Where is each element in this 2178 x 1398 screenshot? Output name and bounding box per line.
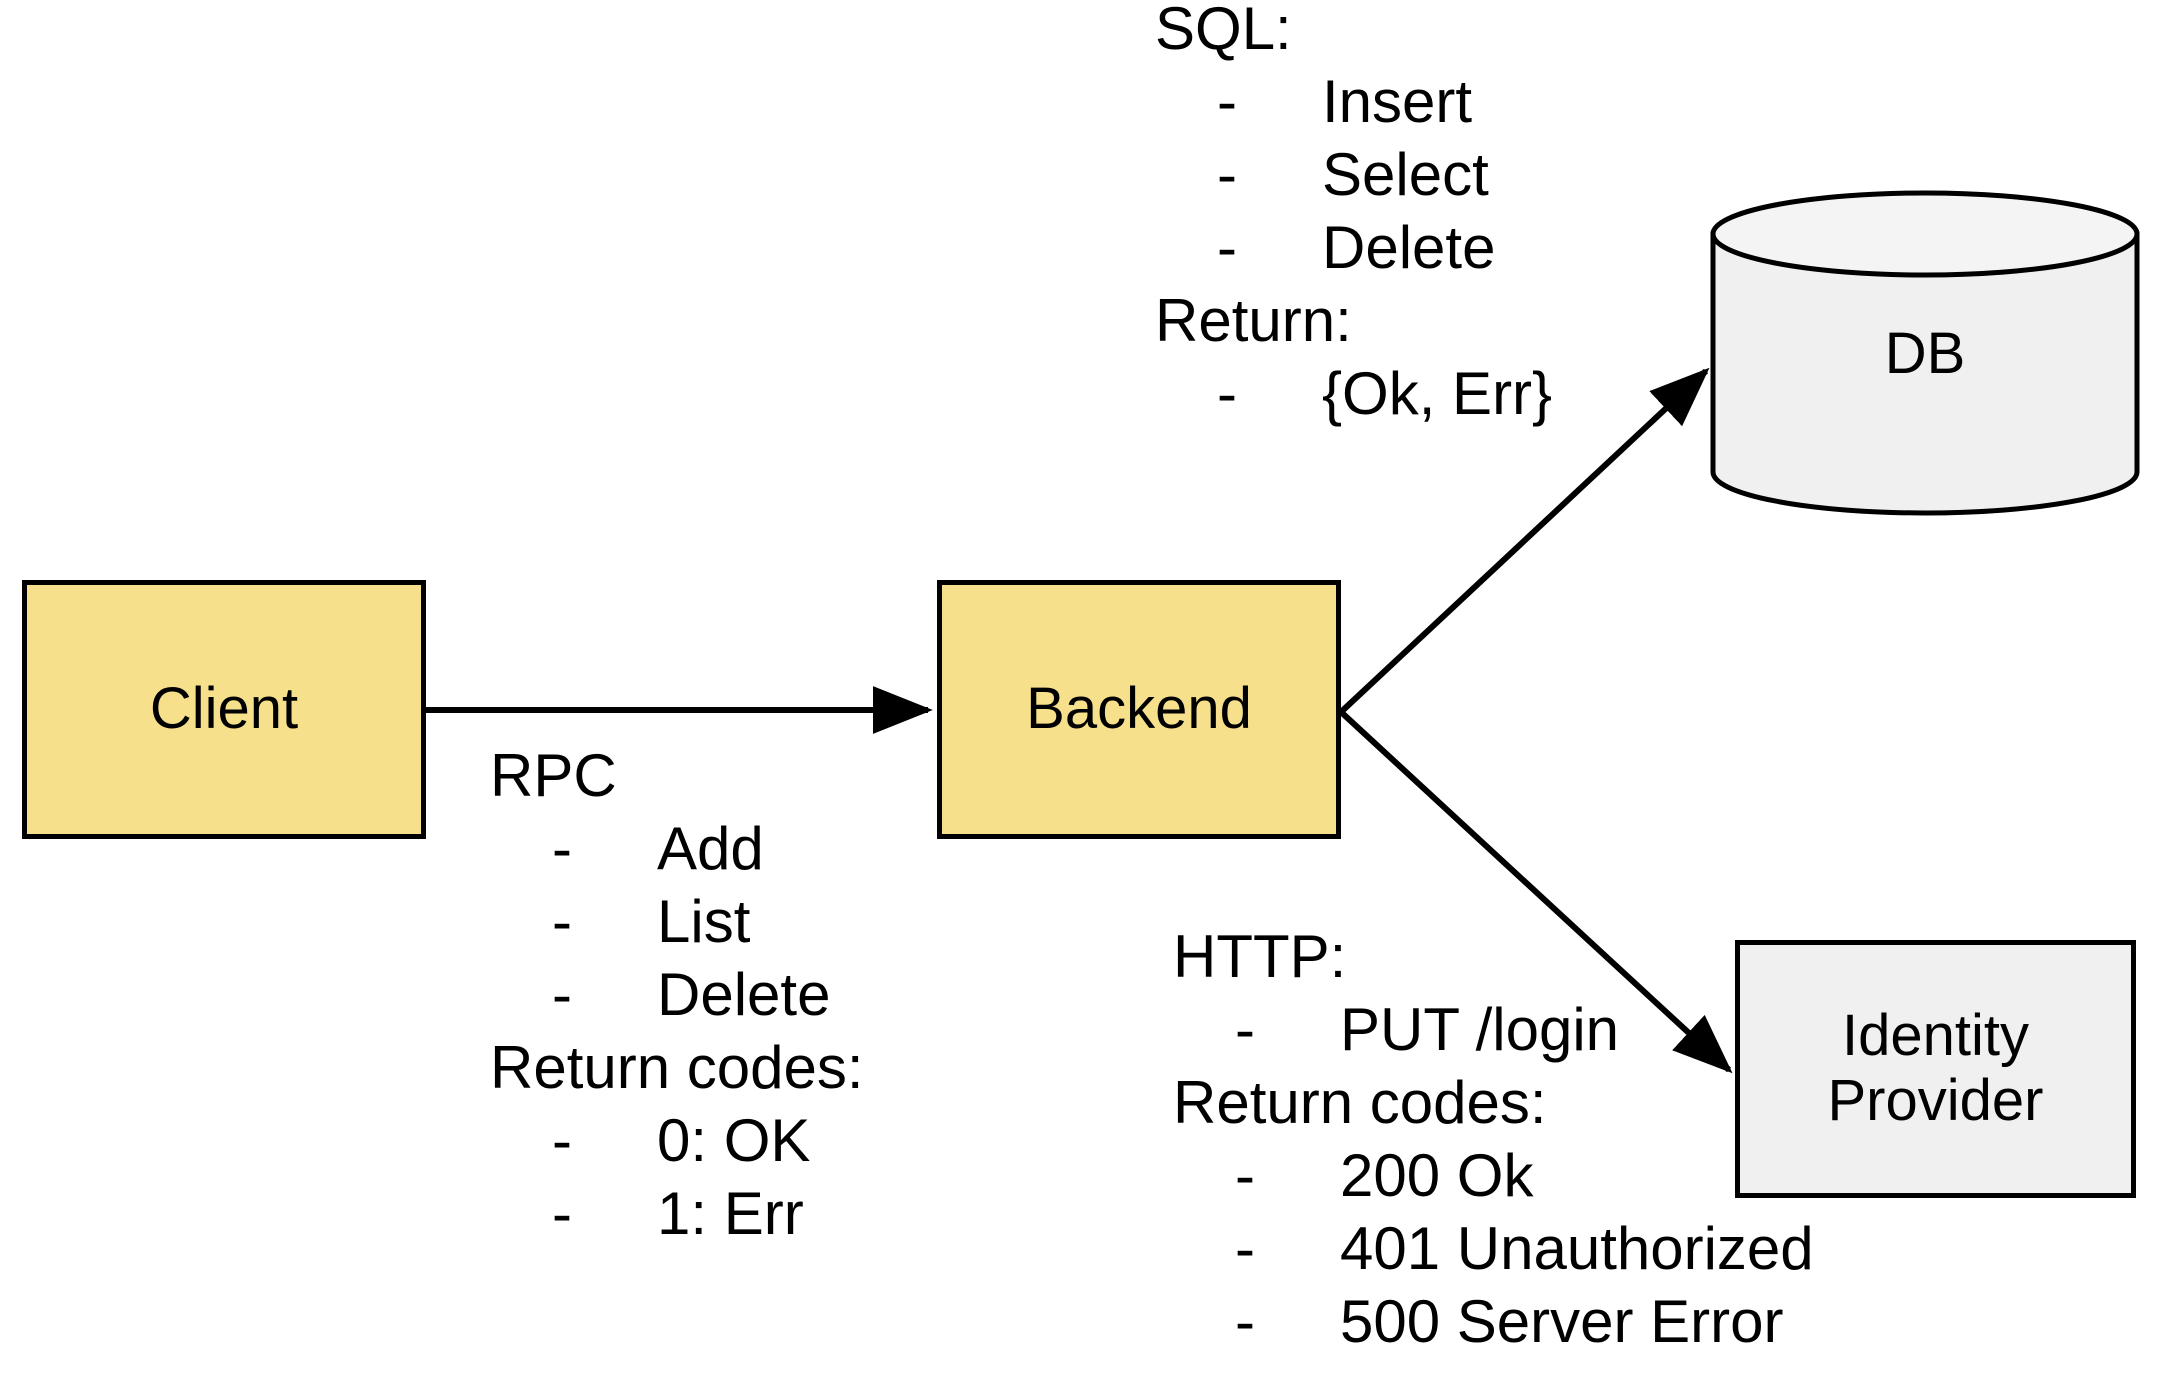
node-identity-provider-label-line2: Provider bbox=[1827, 1068, 2044, 1133]
annotation-http-return-item-text: 500 Server Error bbox=[1340, 1288, 1784, 1355]
annotation-sql-item: - Insert bbox=[1155, 65, 1552, 138]
bullet-dash: - bbox=[552, 961, 572, 1028]
bullet-dash: - bbox=[1235, 1215, 1255, 1282]
bullet-dash: - bbox=[1217, 214, 1237, 281]
bullet-dash: - bbox=[552, 888, 572, 955]
bullet-dash: - bbox=[552, 1107, 572, 1174]
annotation-rpc-item-text: List bbox=[657, 888, 751, 955]
bullet-dash: - bbox=[1217, 68, 1237, 135]
annotation-rpc-return-item: - 1: Err bbox=[490, 1177, 864, 1250]
annotation-http-heading: HTTP: bbox=[1173, 923, 1347, 990]
annotation-rpc-return-item: - 0: OK bbox=[490, 1104, 864, 1177]
bullet-dash: - bbox=[1235, 996, 1255, 1063]
annotation-rpc-item: - List bbox=[490, 885, 864, 958]
annotation-sql-item: - Select bbox=[1155, 138, 1552, 211]
node-db[interactable]: DB bbox=[1708, 190, 2142, 516]
bullet-dash: - bbox=[1235, 1288, 1255, 1355]
annotation-http-return-item: - 200 Ok bbox=[1173, 1139, 1814, 1212]
node-backend-label: Backend bbox=[1026, 676, 1252, 742]
annotation-sql-item-text: Insert bbox=[1322, 68, 1473, 135]
annotation-rpc-return-heading: Return codes: bbox=[490, 1034, 864, 1101]
annotation-rpc-return-item-text: 0: OK bbox=[657, 1107, 811, 1174]
annotation-sql-return-heading: Return: bbox=[1155, 287, 1352, 354]
annotation-sql-item-text: Select bbox=[1322, 141, 1489, 208]
node-backend[interactable]: Backend bbox=[937, 580, 1341, 839]
annotation-rpc-item: - Delete bbox=[490, 958, 864, 1031]
annotation-http-return-item-text: 401 Unauthorized bbox=[1340, 1215, 1814, 1282]
node-identity-provider[interactable]: Identity Provider bbox=[1735, 940, 2136, 1198]
node-identity-provider-label-line1: Identity bbox=[1841, 1003, 2029, 1069]
annotation-sql-return-item: - {Ok, Err} bbox=[1155, 357, 1552, 430]
node-db-label: DB bbox=[1884, 320, 1966, 386]
bullet-dash: - bbox=[552, 815, 572, 882]
bullet-dash: - bbox=[552, 1180, 572, 1247]
annotation-http-return-heading: Return codes: bbox=[1173, 1069, 1547, 1136]
annotation-http: HTTP: -PUT /login Return codes: -200 Ok … bbox=[1173, 920, 1814, 1358]
bullet-dash: - bbox=[1217, 360, 1237, 427]
annotation-http-item-text: PUT /login bbox=[1340, 996, 1620, 1063]
annotation-rpc-item-text: Delete bbox=[657, 961, 831, 1028]
annotation-rpc-item-text: Add bbox=[657, 815, 764, 882]
node-db-label-wrap: DB bbox=[1708, 190, 2142, 516]
bullet-dash: - bbox=[1235, 1142, 1255, 1209]
annotation-rpc-item: - Add bbox=[490, 812, 864, 885]
annotation-sql-item-text: Delete bbox=[1322, 214, 1496, 281]
annotation-sql-item: - Delete bbox=[1155, 211, 1552, 284]
node-client-label: Client bbox=[149, 676, 299, 742]
annotation-http-return-item: - 401 Unauthorized bbox=[1173, 1212, 1814, 1285]
annotation-rpc-heading: RPC bbox=[490, 742, 617, 809]
annotation-sql-heading: SQL: bbox=[1155, 0, 1292, 62]
database-cylinder-icon bbox=[1710, 190, 2140, 516]
annotation-rpc-return-item-text: 1: Err bbox=[657, 1180, 804, 1247]
annotation-http-return-item: - 500 Server Error bbox=[1173, 1285, 1814, 1358]
annotation-rpc: RPC - Add - List - Delete Return codes: - 0:… bbox=[490, 739, 864, 1250]
annotation-sql: SQL: - Insert - Select - Delete Return: - {O… bbox=[1155, 0, 1552, 430]
bullet-dash: - bbox=[1217, 141, 1237, 208]
node-client[interactable]: Client bbox=[22, 580, 426, 839]
node-identity-provider-label: Identity Provider bbox=[1827, 1003, 2044, 1134]
annotation-http-return-item-text: 200 Ok bbox=[1340, 1142, 1534, 1209]
annotation-sql-return-item-text: {Ok, Err} bbox=[1322, 360, 1553, 427]
annotation-http-item: - PUT /login bbox=[1173, 993, 1814, 1066]
